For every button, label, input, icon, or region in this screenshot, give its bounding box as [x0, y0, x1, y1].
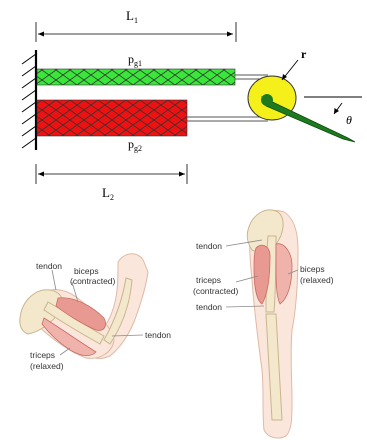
pressure-g2-subscript: g2	[134, 144, 142, 153]
flexed-biceps-label: biceps	[74, 266, 99, 276]
radius-label: r	[301, 47, 307, 61]
length-l2-subscript: 2	[110, 193, 114, 202]
extended-biceps-state: (relaxed)	[300, 275, 334, 285]
svg-text:L1: L1	[126, 8, 138, 25]
extended-tendon-bottom-label: tendon	[196, 302, 222, 312]
svg-text:pg1: pg1	[128, 52, 142, 68]
svg-text:L2: L2	[102, 185, 114, 202]
flexed-triceps-state: (relaxed)	[30, 361, 64, 371]
arm-extended-illustration: tendon triceps (contracted) tendon bicep…	[193, 210, 334, 438]
flexed-biceps-state: (contracted)	[70, 276, 116, 286]
flexed-triceps-label: triceps	[30, 350, 55, 360]
fixed-wall	[22, 50, 36, 150]
pulley-joint	[248, 76, 355, 142]
svg-text:pg2: pg2	[128, 137, 142, 153]
length-l1-dimension: L1	[36, 8, 236, 42]
muscle-red-lower: pg2	[37, 100, 187, 153]
mechanism: L1 pg1 pg2	[22, 8, 362, 202]
muscle-green-upper: pg1	[37, 52, 235, 85]
length-l1-label: L	[126, 8, 134, 23]
flexed-tendon-bottom-label: tendon	[145, 330, 171, 340]
pressure-g1-subscript: g1	[134, 59, 142, 68]
flexed-tendon-top-label: tendon	[36, 261, 62, 271]
length-l1-subscript: 1	[134, 16, 138, 25]
extended-triceps-state: (contracted)	[193, 286, 239, 296]
arm-flexed-illustration: tendon biceps (contracted) tendon tricep…	[20, 254, 171, 371]
radius-indicator: r	[282, 47, 307, 80]
extended-biceps-label: biceps	[300, 264, 325, 274]
angle-label: θ	[346, 113, 352, 127]
length-l2-label: L	[102, 185, 110, 200]
extended-tendon-top-label: tendon	[196, 241, 222, 251]
length-l2-dimension: L2	[36, 164, 187, 202]
extended-triceps-label: triceps	[196, 275, 221, 285]
